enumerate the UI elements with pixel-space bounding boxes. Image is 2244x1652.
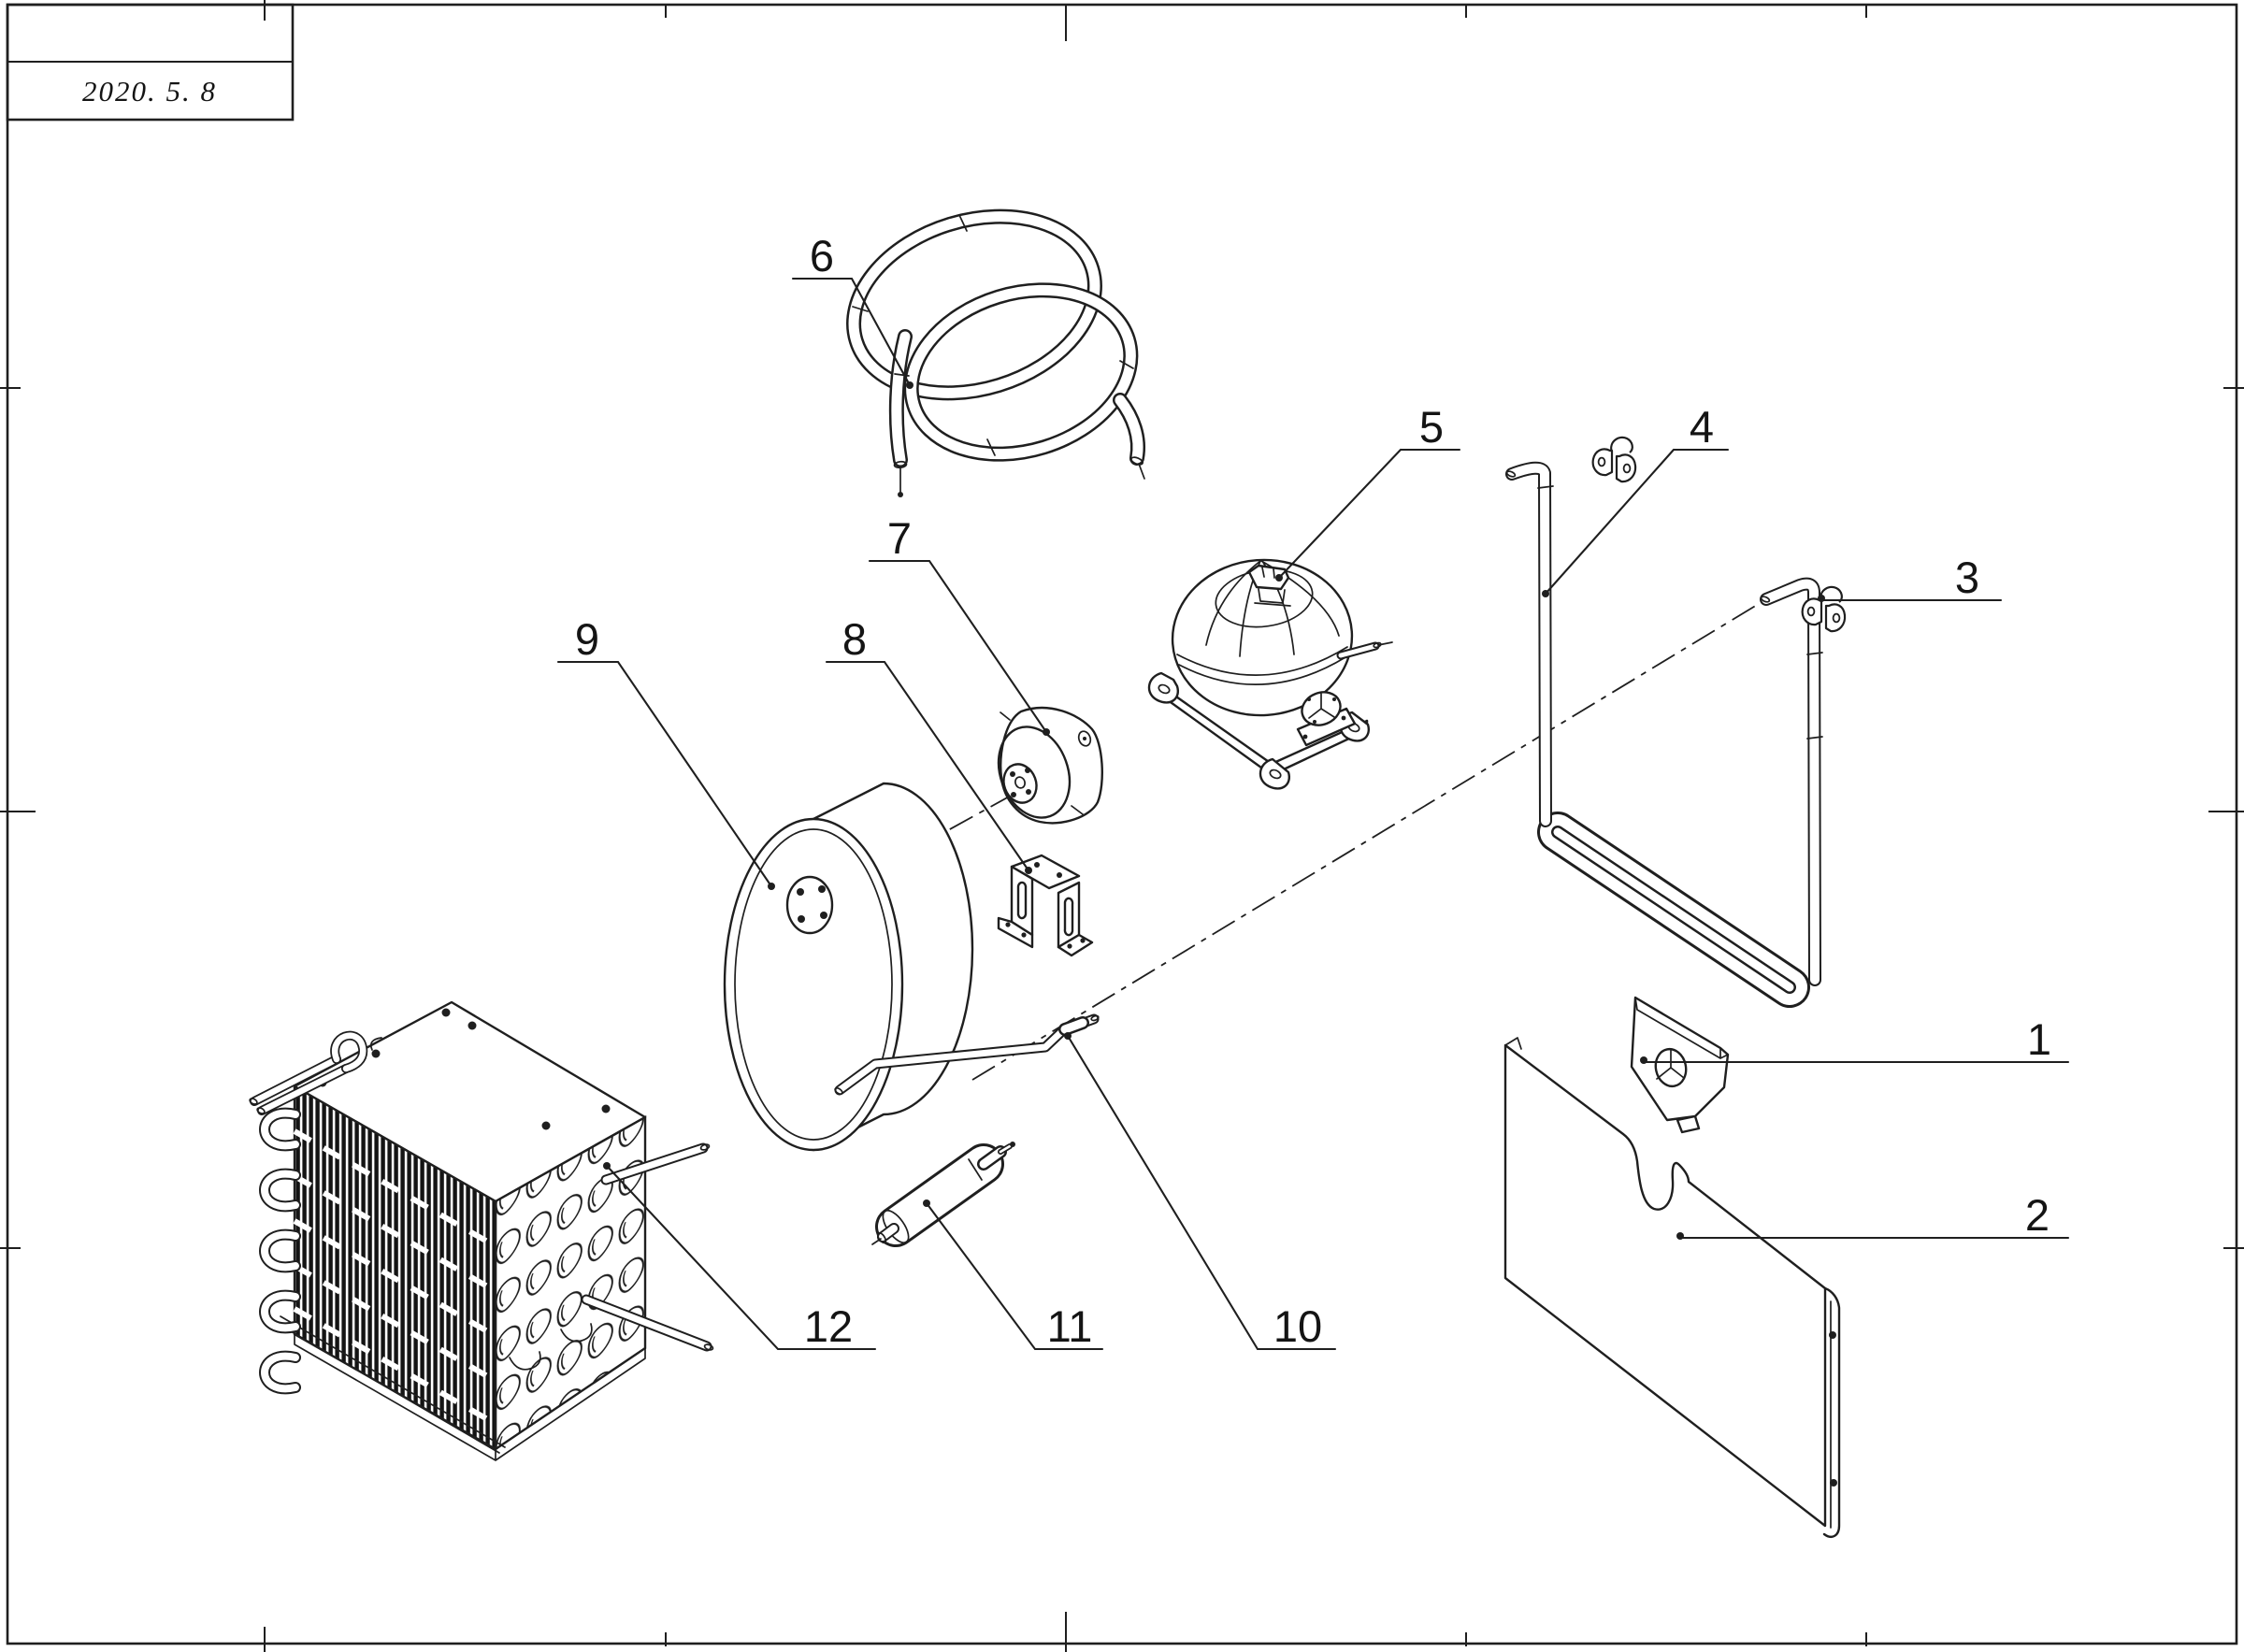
callout-4: 4 [1542,402,1730,597]
part-10-connecting-tube [834,1013,1100,1096]
callout-12: 12 [603,1162,877,1351]
callout-8-number: 8 [842,614,867,664]
condenser-top-tubes [249,1030,368,1115]
callout-10-number: 10 [1273,1301,1322,1351]
callout-6-number: 6 [810,231,834,280]
part-9-fan-wheel [723,782,974,1152]
part-1-tube-holder-bracket [1630,996,1730,1134]
part-2-cover-panel [1503,1037,1841,1538]
tube-axis-centerline [971,598,1767,1081]
part-12-condenser-coil-assembly [249,1000,714,1461]
callout-5: 5 [1275,402,1461,582]
callout-5-number: 5 [1419,402,1444,452]
callout-7: 7 [868,513,1050,736]
part-8-motor-bracket [997,854,1094,957]
callout-3-number: 3 [1955,553,1979,602]
callouts: 1 2 3 4 5 6 7 [556,231,2070,1351]
part-3-tube-clip-a [1591,436,1637,483]
callout-11-number: 11 [1047,1301,1093,1351]
condenser-left-bends [259,1107,301,1395]
callout-7-number: 7 [887,513,912,563]
revision-date: 2020. 5. 8 [82,75,217,108]
callout-9-number: 9 [575,614,599,664]
part-6-suction-tube-coil [846,208,1145,497]
callout-4-number: 4 [1690,402,1714,452]
callout-10: 10 [1064,1032,1337,1351]
callout-11: 11 [923,1199,1104,1351]
callout-12-number: 12 [804,1301,853,1351]
callout-1-number: 1 [2027,1014,2051,1064]
part-11-filter-drier [871,1142,1015,1247]
callout-2: 2 [1676,1190,2070,1240]
callout-8: 8 [825,614,1032,874]
part-5-compressor [1147,558,1393,790]
part-7-fan-motor [997,707,1103,825]
condenser-right-tubes [581,1142,714,1352]
callout-3: 3 [1818,553,2003,602]
callout-6: 6 [791,231,913,389]
callout-9: 9 [556,614,775,890]
part-4-condenser-tube-frame [1505,461,1823,1008]
callout-2-number: 2 [2025,1190,2050,1240]
title-block: 2020. 5. 8 [6,3,295,122]
callout-1: 1 [1640,1014,2070,1064]
